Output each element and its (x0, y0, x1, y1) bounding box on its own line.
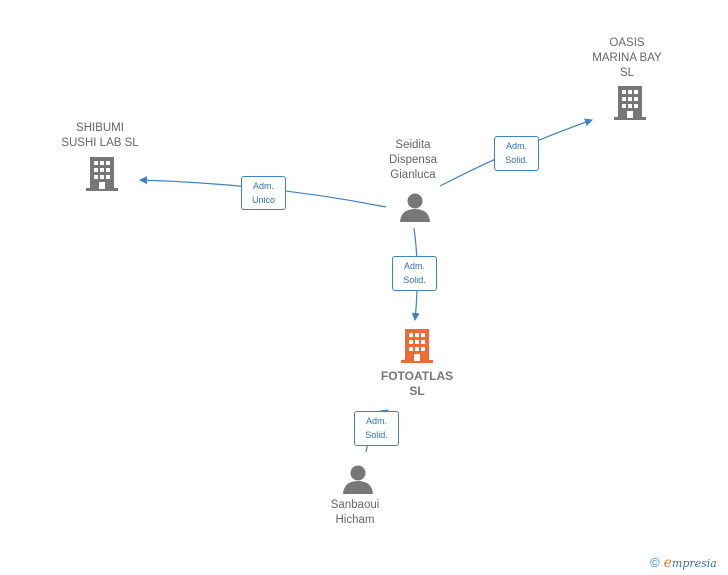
building-icon[interactable] (86, 157, 118, 191)
person-icon[interactable] (342, 464, 374, 494)
node-label-shibumi: SHIBUMI SUSHI LAB SL (61, 122, 139, 149)
building-icon-main[interactable] (401, 329, 433, 363)
edge-label-to-shibumi[interactable]: Adm. Unico (241, 176, 286, 210)
person-icon[interactable] (399, 192, 431, 222)
edge-label-sanbaoui-fotoatlas[interactable]: Adm. Solid. (354, 411, 399, 446)
footer-brand[interactable]: ©empresia (650, 555, 717, 571)
brand-logo-text: mpresia (671, 557, 717, 570)
node-label-fotoatlas: FOTOATLAS SL (380, 369, 454, 398)
copyright-symbol: © (650, 555, 660, 570)
edge-label-to-fotoatlas[interactable]: Adm. Solid. (392, 256, 437, 291)
building-icon[interactable] (614, 86, 646, 120)
node-label-sanbaoui: Sanbaoui Hicham (330, 499, 380, 526)
node-label-seidita: Seidita Dispensa Gianluca (389, 139, 437, 181)
node-label-oasis: OASIS MARINA BAY SL (592, 37, 662, 79)
brand-logo-first-letter: e (663, 555, 672, 571)
edge-label-to-oasis[interactable]: Adm. Solid. (494, 136, 539, 171)
